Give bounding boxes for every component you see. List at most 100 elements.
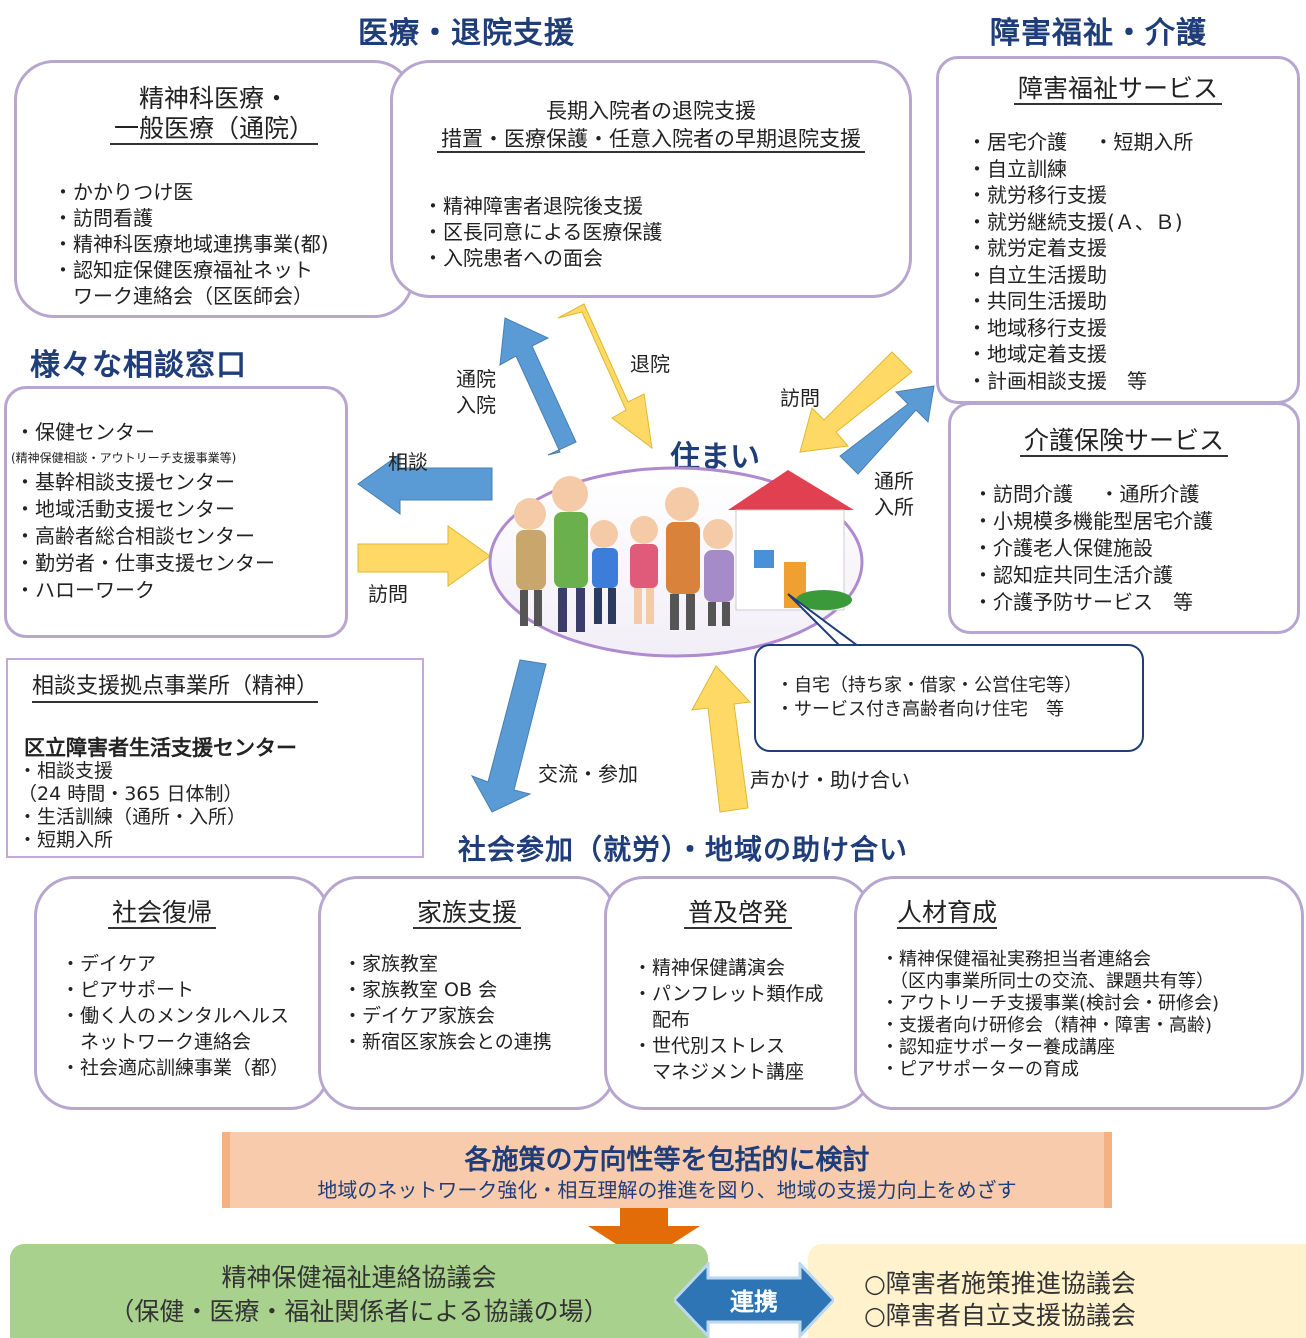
list-item: ・就労定着支援 (967, 236, 1107, 260)
list-item: ・認知症共同生活介護 (973, 563, 1173, 587)
list-item: ・ピアサポーターの育成 (881, 1059, 1079, 1080)
arrow-discharge (557, 303, 653, 450)
heading-medical: 医療・退院支援 (358, 16, 575, 51)
label-discharge: 退院 (630, 352, 670, 376)
list-item: ・自宅（持ち家・借家・公営住宅等） (776, 675, 1082, 696)
heading-welfare: 障害福祉・介護 (990, 16, 1207, 51)
home-illustration (488, 466, 864, 658)
discharge-title-2: 措置・医療保護・任意入院者の早期退院支援 (437, 127, 865, 153)
discharge-list: ・精神障害者退院後支援 ・区長同意による医療保護 ・入院患者への面会 (423, 193, 662, 271)
housing-callout: ・自宅（持ち家・借家・公営住宅等） ・サービス付き高齢者向け住宅 等 (754, 644, 1144, 752)
house-icon (728, 470, 854, 611)
list-item: マネジメント講座 (633, 1061, 805, 1083)
training-title: 人材育成 (897, 898, 998, 929)
family-icon (514, 476, 734, 632)
housing-list: ・自宅（持ち家・借家・公営住宅等） ・サービス付き高齢者向け住宅 等 (776, 674, 1082, 722)
disability-title: 障害福祉サービス (1013, 74, 1222, 105)
list-item: ・区長同意による医療保護 (423, 220, 663, 244)
care-title: 介護保険サービス (1019, 426, 1228, 457)
list-item: ・基幹相談支援センター (15, 470, 235, 494)
council-box: 精神保健福祉連絡協議会 （保健・医療・福祉関係者による協議の場） (10, 1244, 708, 1338)
label-visit-left: 訪問 (368, 582, 408, 606)
label-consult: 相談 (388, 450, 428, 474)
list-item: ・入院患者への面会 (423, 246, 603, 270)
base-office-title: 相談支援拠点事業所（精神） (32, 674, 319, 703)
list-item: ・精神障害者退院後支援 (423, 194, 643, 218)
list-item: ・社会適応訓練事業（都） (61, 1057, 290, 1079)
arrow-support (691, 665, 752, 813)
arrow-daycare (839, 385, 935, 475)
list-item: ・支援者向け研修会（精神・障害・高齢) (881, 1015, 1213, 1036)
arrow-consult (357, 453, 493, 515)
other-council-2: ○障害者自立支援協議会 (864, 1301, 1136, 1330)
list-item: ・家族教室 (343, 953, 439, 975)
list-item: ・新宿区家族会との連携 (343, 1031, 552, 1053)
list-item: （24 時間・365 日体制） (18, 783, 243, 805)
list-item: ・勤労者・仕事支援センター (15, 551, 275, 575)
list-item: ・生活訓練（通所・入所） (18, 806, 247, 828)
list-item: ・地域移行支援 (967, 315, 1107, 340)
label-exchange: 交流・参加 (538, 762, 638, 786)
list-item: ・精神保健福祉実務担当者連絡会 (881, 949, 1151, 970)
care-box: 介護保険サービス ・訪問介護 ・通所介護 ・小規模多機能型居宅介護 ・介護老人保… (948, 402, 1300, 634)
list-item: ・地域定着支援 (967, 342, 1107, 366)
psych-medical-box: 精神科医療・ 一般医療（通院） ・かかりつけ医 ・訪問看護 ・精神科医療地域連携… (14, 60, 414, 318)
heading-social: 社会参加（就労）・地域の助け合い (458, 833, 909, 866)
consult-note: (精神保健相談・アウトリーチ支援事業等) (11, 451, 237, 465)
list-item: ・アウトリーチ支援事業(検討会・研修会) (881, 993, 1220, 1014)
arrow-outpatient (499, 317, 577, 456)
list-item: ・介護老人保健施設 (973, 536, 1153, 560)
base-office-box: 相談支援拠点事業所（精神） 区立障害者生活支援センター ・相談支援 （24 時間… (6, 658, 424, 858)
link-double-arrow (674, 1262, 834, 1338)
list-item: ・共同生活援助 (967, 289, 1107, 313)
list-item: ・高齢者総合相談センター (15, 524, 255, 548)
arrow-visit-top (799, 351, 913, 453)
list-item: ・認知症保健医療福祉ネット (53, 258, 313, 282)
awareness-list: ・精神保健講演会 ・パンフレット類作成 配布 ・世代別ストレス マネジメント講座 (633, 955, 823, 1085)
list-item: ・短期入所 (18, 829, 114, 851)
list-item: ・居宅介護 ・短期入所 (967, 130, 1194, 154)
list-item: ・精神科医療地域連携事業(都) (53, 232, 329, 256)
arrow-down-council (588, 1208, 700, 1262)
heading-consult: 様々な相談窓口 (30, 348, 247, 383)
list-item: ・かかりつけ医 (53, 180, 194, 204)
consult-box: ・保健センター (精神保健相談・アウトリーチ支援事業等) ・基幹相談支援センター… (4, 386, 348, 638)
banner-subtitle: 地域のネットワーク強化・相互理解の推進を図り、地域の支援力向上をめざす (317, 1178, 1017, 1202)
discharge-box: 長期入院者の退院支援 措置・医療保護・任意入院者の早期退院支援 ・精神障害者退院… (390, 60, 912, 298)
consult-list-1: ・保健センター (15, 419, 155, 445)
label-outpatient: 通院 入院 (456, 367, 496, 417)
label-visit-top: 訪問 (780, 386, 820, 410)
awareness-title: 普及啓発 (683, 898, 792, 929)
arrow-exchange (470, 659, 547, 813)
psych-medical-title-2: 一般医療（通院） (109, 114, 318, 145)
list-item: ・計画相談支援 等 (967, 368, 1147, 393)
list-item: 配布 (633, 1009, 691, 1031)
policy-banner: 各施策の方向性等を包括的に検討 地域のネットワーク強化・相互理解の推進を図り、地… (222, 1132, 1112, 1208)
care-list: ・訪問介護 ・通所介護 ・小規模多機能型居宅介護 ・介護老人保健施設 ・認知症共… (973, 481, 1213, 616)
family-support-list: ・家族教室 ・家族教室 OB 会 ・デイケア家族会 ・新宿区家族会との連携 (343, 951, 552, 1055)
list-item: ・自立生活援助 (967, 262, 1107, 287)
list-item: ・小規模多機能型居宅介護 (973, 509, 1213, 533)
list-item: ・自立訓練 (967, 156, 1067, 181)
list-item: ・精神保健講演会 (633, 957, 786, 979)
list-item: ・介護予防サービス 等 (973, 590, 1193, 614)
base-office-list: ・相談支援 （24 時間・365 日体制） ・生活訓練（通所・入所） ・短期入所 (18, 760, 246, 852)
list-item: ・相談支援 (18, 760, 114, 782)
list-item: ・パンフレット類作成 (633, 983, 824, 1005)
list-item: （区内事業所同士の交流、課題共有等） (881, 971, 1214, 992)
list-item: ・訪問看護 (53, 206, 153, 230)
base-office-subtitle: 区立障害者生活支援センター (24, 736, 297, 760)
training-box: 人材育成 ・精神保健福祉実務担当者連絡会 （区内事業所同士の交流、課題共有等） … (854, 876, 1304, 1110)
list-item: ・ハローワーク (15, 578, 155, 602)
training-list: ・精神保健福祉実務担当者連絡会 （区内事業所同士の交流、課題共有等） ・アウトリ… (881, 949, 1219, 1081)
label-support: 声かけ・助け合い (750, 768, 910, 792)
list-item: ・デイケア (61, 953, 157, 975)
list-item: ・働く人のメンタルヘルス (61, 1005, 290, 1027)
list-item: ・就労移行支援 (967, 183, 1107, 207)
disability-list: ・居宅介護 ・短期入所 ・自立訓練 ・就労移行支援 ・就労継続支援(Ａ、Ｂ) ・… (967, 129, 1193, 394)
list-item: ・認知症サポーター養成講座 (881, 1037, 1115, 1058)
list-item: ・訪問介護 ・通所介護 (973, 482, 1200, 506)
list-item: ・地域活動支援センター (15, 497, 235, 521)
list-item: ・ピアサポート (61, 979, 195, 1001)
